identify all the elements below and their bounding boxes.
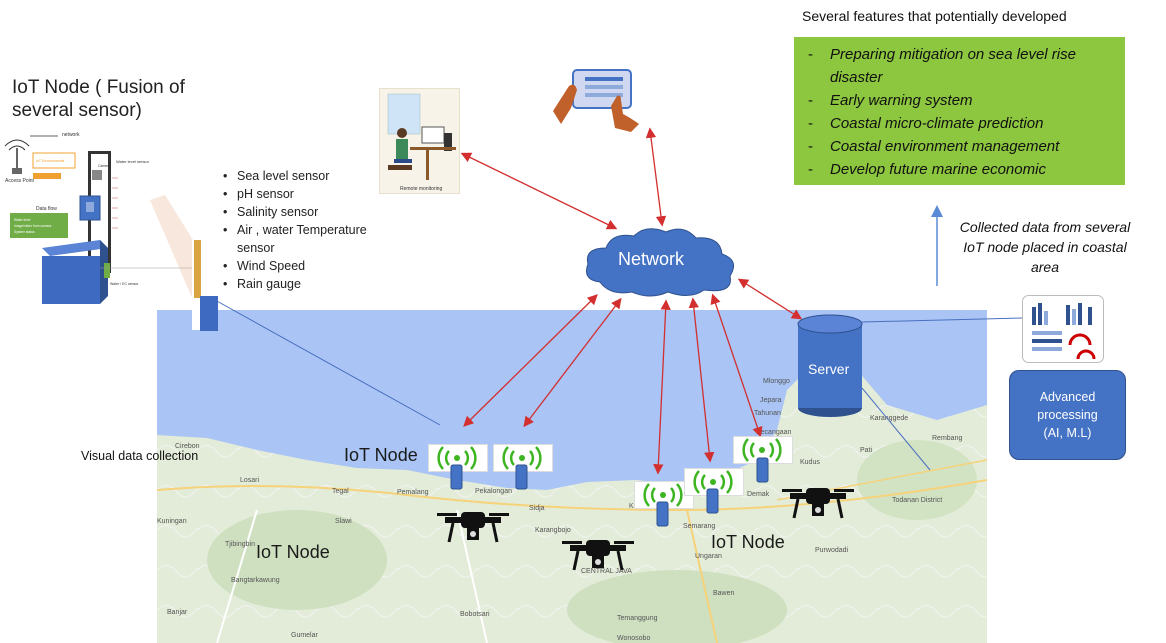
server-label: Server: [808, 361, 850, 377]
water-sensor-label: Water / EC sensor: [110, 282, 139, 286]
sensor-item: pH sensor: [221, 185, 381, 203]
collected-data-text: Collected data from several IoT node pla…: [959, 219, 1131, 275]
server-region-line: [861, 387, 931, 471]
window-icon: [387, 93, 421, 135]
person-icon: [397, 128, 407, 138]
wifi-signal-icon: [428, 444, 488, 472]
features-box: Preparing mitigation on sea level rise d…: [794, 37, 1125, 185]
dashboard-icon: [1022, 295, 1104, 363]
map-place: Temanggung: [617, 615, 658, 622]
network-label: Network: [618, 249, 685, 269]
camera-icon: [92, 170, 102, 180]
map-place: Losari: [240, 477, 260, 484]
network-cloud-icon: [586, 228, 735, 297]
feature-item: Coastal micro-climate prediction: [802, 112, 1117, 135]
sensor-item: Rain gauge: [221, 275, 381, 293]
svg-text:Water level: Water level: [14, 218, 31, 222]
map-place: Tegal: [332, 488, 349, 495]
wifi-signal-icon: [733, 436, 793, 464]
water-level-sensor-label: Water level sensor: [116, 159, 150, 164]
sensor-item: Wind Speed: [221, 257, 381, 275]
network-small-label: network: [62, 132, 80, 138]
access-point-icon: [4, 139, 30, 174]
map-place: Ungaran: [695, 553, 722, 560]
map-place: Wonosobo: [617, 635, 650, 642]
remote-monitoring-label: Remote monitoring: [400, 186, 443, 192]
map-place: Kudus: [800, 459, 820, 466]
map-place: Cirebon: [175, 443, 200, 450]
data-flow-label: Data flow: [36, 206, 57, 212]
visual-data-collection-label: Visual data collection: [81, 449, 199, 463]
map-place: Sidja: [529, 505, 545, 512]
sensor-item: Air , water Temperature sensor: [221, 221, 381, 257]
map-place: Bobotsari: [460, 611, 490, 618]
iot-node-label: IoT Node: [344, 445, 418, 465]
arrow-network-node2: [523, 297, 622, 428]
sensor-zoom-photo: [192, 240, 218, 331]
map-place: Demak: [747, 491, 770, 498]
arrow-network-node3: [653, 299, 671, 475]
map-place: Tjibingbin: [225, 541, 255, 548]
arrow-network-node5: [710, 293, 763, 438]
iot-node-label: IoT Node: [711, 532, 785, 552]
map-place: Pekalongan: [475, 488, 512, 495]
map-place: Pemalang: [397, 489, 429, 496]
svg-text:System status: System status: [14, 230, 35, 234]
remote-monitoring-illustration: Remote monitoring: [379, 88, 460, 194]
iot-node-diagram: Access Point network IoT Environmental D…: [4, 132, 210, 304]
arrow-network-node1: [463, 294, 598, 427]
feature-item: Coastal environment management: [802, 135, 1117, 158]
map-place: Karangbojo: [535, 527, 571, 534]
map-place: CENTRAL JAVA: [581, 568, 632, 575]
sensor-item: Sea level sensor: [221, 167, 381, 185]
tablet-hand-icon: [553, 69, 639, 132]
advanced-processing-line: Advanced: [1039, 390, 1096, 404]
advanced-processing-line: processing: [1037, 408, 1098, 422]
advanced-processing-box: Advanced processing (AI, M.L): [1009, 370, 1126, 460]
map-place: Jepara: [760, 397, 782, 404]
iot-node-label: IoT Node: [256, 542, 330, 562]
wifi-signal-icon: [493, 444, 553, 472]
arrow-network-node4: [688, 297, 715, 463]
map-place: Gumelar: [291, 632, 319, 639]
map-place: Purwodadi: [815, 547, 849, 554]
link-line: [214, 299, 441, 426]
map-place: Slawi: [335, 518, 352, 525]
arrow-monitor-network: [460, 152, 618, 230]
feature-item: Preparing mitigation on sea level rise d…: [802, 43, 1117, 89]
access-point-label: Access Point: [5, 178, 35, 184]
monitor-icon: [421, 126, 445, 144]
map-place: Kuningan: [157, 518, 187, 525]
map-place: Karanggede: [870, 415, 908, 422]
feature-item: Early warning system: [802, 89, 1117, 112]
svg-text:IoT Environmental: IoT Environmental: [36, 159, 65, 163]
sensor-item: Salinity sensor: [221, 203, 381, 221]
features-title: Several features that potentially develo…: [802, 8, 1067, 24]
feature-item: Develop future marine economic: [802, 158, 1117, 181]
wifi-signal-icon: [684, 468, 744, 496]
map-place: Pati: [860, 447, 873, 454]
map-place: Mlonggo: [763, 378, 790, 385]
arrow-network-server: [737, 278, 803, 320]
iot-node-header: IoT Node ( Fusion of several sensor): [12, 77, 185, 121]
map-place: Tahunan: [754, 410, 781, 417]
map-place: Bawen: [713, 590, 735, 597]
svg-text:Image/video from camera: Image/video from camera: [14, 224, 52, 228]
server-dashboard-line: [861, 317, 1023, 323]
advanced-processing-line: (AI, M.L): [1043, 426, 1092, 440]
map-place: Rembang: [932, 435, 962, 442]
map-place: Banjar: [167, 609, 188, 616]
map-place: Todanan District: [892, 497, 942, 504]
server-icon: [797, 314, 863, 417]
map-place: Pecangaan: [756, 429, 792, 436]
camera-label: Camera: [98, 164, 111, 168]
zoom-cone: [150, 195, 193, 300]
sensor-list: Sea level sensor pH sensor Salinity sens…: [221, 167, 381, 293]
map-place: Bangtarkawung: [231, 577, 280, 584]
map-place: Semarang: [683, 523, 715, 530]
arrow-tablet-network: [645, 127, 667, 227]
